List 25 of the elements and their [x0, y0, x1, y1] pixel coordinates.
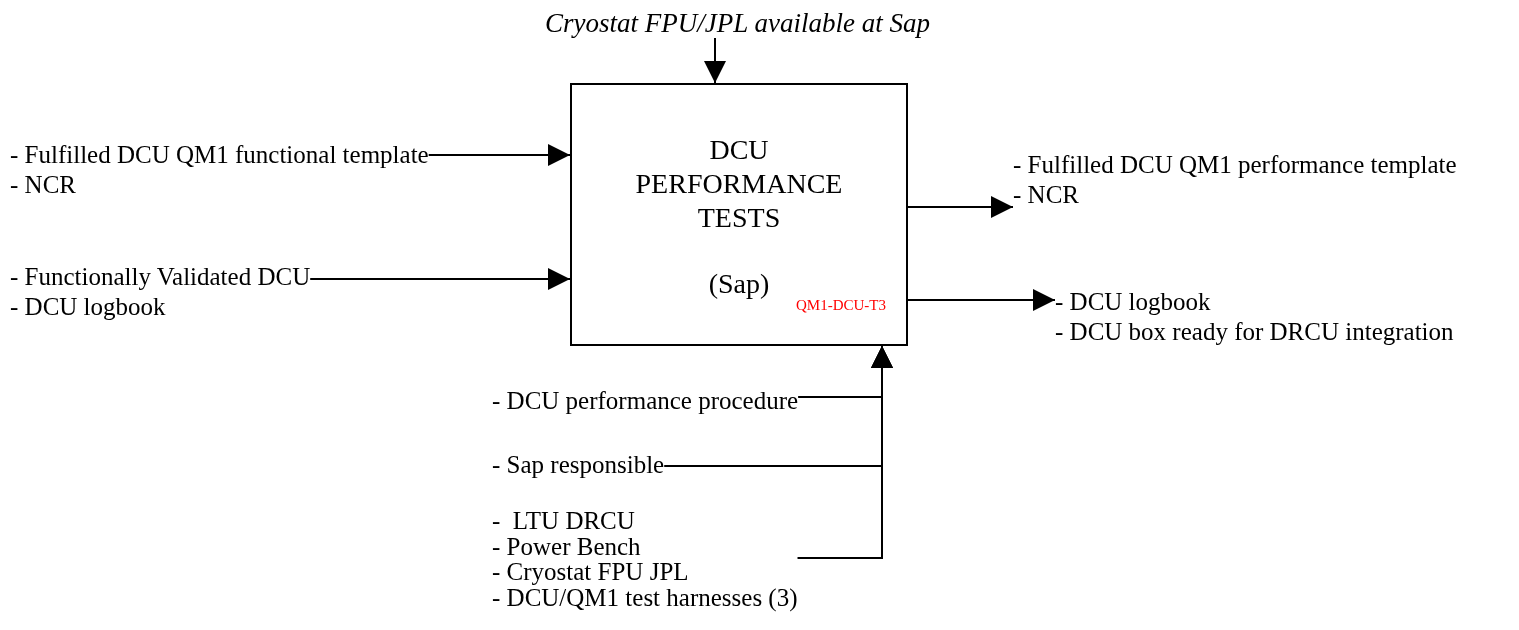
arrow [427, 144, 571, 166]
arrow [796, 345, 893, 559]
process-owner: (Sap) [707, 267, 771, 301]
reference-code: QM1-DCU-T3 [796, 297, 886, 314]
list-item: - DCU box ready for DRCU integration [1055, 317, 1454, 347]
list-item: - DCU logbook [10, 292, 167, 322]
list-item: - LTU DRCU [492, 508, 636, 534]
list-item: - DCU performance procedure [492, 387, 799, 415]
input-label: Cryostat FPU/JPL available at Sap [545, 8, 930, 38]
list-item: - Cryostat FPU JPL [492, 559, 690, 585]
list-item: - Sap responsible [492, 451, 665, 479]
arrow [704, 37, 726, 84]
process-title: DCU PERFORMANCE TESTS [634, 133, 844, 235]
list-item: - NCR [1013, 180, 1080, 210]
list-item: - DCU logbook [1055, 287, 1212, 317]
list-item: - Functionally Validated DCU [10, 262, 311, 292]
list-item: - Fulfilled DCU QM1 performance template [1013, 150, 1457, 180]
arrow [907, 289, 1056, 311]
list-item: - DCU/QM1 test harnesses (3) [492, 584, 798, 610]
list-item: - Power Bench [492, 533, 642, 559]
arrow [309, 268, 571, 290]
arrow [907, 196, 1014, 218]
list-item: - Fulfilled DCU QM1 functional template [10, 140, 429, 170]
process-box [570, 83, 908, 346]
list-item: - NCR [10, 170, 77, 200]
